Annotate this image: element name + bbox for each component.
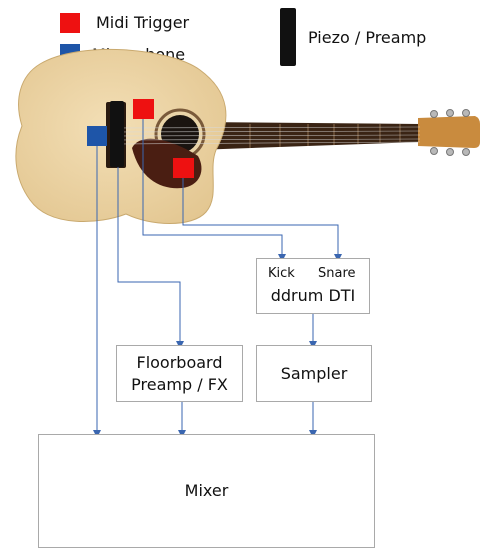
floorboard-label-line1: Floorboard — [136, 352, 223, 372]
connection-lines — [93, 119, 342, 438]
midi-trigger-sensor-lower — [173, 158, 194, 178]
midi-trigger-sensor-upper — [133, 99, 154, 119]
midi-trigger-legend-swatch — [60, 13, 80, 33]
kick-input-label: Kick — [268, 266, 295, 281]
strings — [115, 126, 421, 145]
guitar-headstock — [418, 116, 480, 148]
floorboard-preamp-fx-box: Floorboard Preamp / FX — [116, 345, 243, 402]
midi-trigger-legend-label: Midi Trigger — [96, 13, 190, 32]
piezo-legend-label: Piezo / Preamp — [308, 28, 427, 47]
piezo-to-floorboard-line — [117, 167, 184, 349]
tuning-pegs — [430, 109, 470, 156]
snare-input-label: Snare — [318, 266, 356, 281]
piezo-sensor — [110, 101, 124, 167]
ddrum-dti-box — [256, 258, 370, 314]
microphone-sensor — [87, 126, 107, 146]
midi-upper-to-kick-line — [142, 119, 286, 262]
sampler-box: Sampler — [256, 345, 372, 402]
piezo-legend-swatch — [280, 8, 296, 66]
floorboard-label-line2: Preamp / FX — [131, 374, 228, 394]
ddrum-dti-title: ddrum DTI — [270, 286, 356, 305]
sampler-label: Sampler — [280, 363, 348, 383]
midi-lower-to-snare-line — [182, 178, 342, 262]
mixer-box: Mixer — [38, 434, 375, 548]
guitar-illustration — [15, 48, 480, 224]
mixer-label: Mixer — [184, 481, 229, 500]
